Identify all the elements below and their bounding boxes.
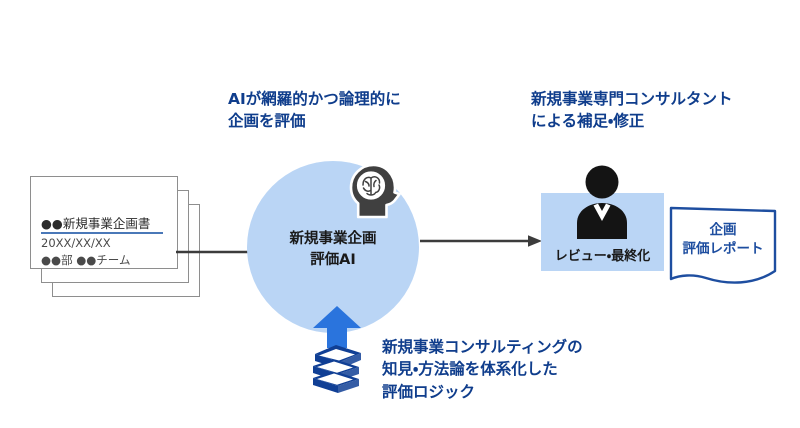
document-date: 20XX/XX/XX: [41, 236, 111, 250]
reviewer-finalization-box: レビュー・最終化: [541, 165, 664, 271]
headline-ai-line1: AIが網羅的かつ論理的に: [228, 90, 401, 108]
document-title-underline: [41, 232, 163, 234]
ai-circle-label-line1: 新規事業企画: [289, 231, 377, 247]
ai-circle-label-line2: 評価AI: [310, 252, 356, 269]
connector-documents-to-ai: [176, 239, 254, 254]
ai-circle-label: 新規事業企画 評価AI: [247, 229, 419, 271]
headline-consultant-line1: 新規事業専門コンサルタント: [531, 90, 733, 108]
evaluation-logic-line2: 知見・方法論を体系化した: [382, 360, 558, 379]
connector-ai-to-reviewer: [420, 232, 542, 250]
books-icon: [309, 342, 367, 396]
reviewer-label: レビュー・最終化: [554, 249, 651, 264]
document-title: ●●新規事業企画書: [41, 216, 151, 231]
headline-ai-line2: 企画を評価: [228, 112, 306, 131]
evaluation-logic-line1: 新規事業コンサルティングの: [382, 338, 583, 356]
document-card-front: ●●新規事業企画書 20XX/XX/XX ●●部 ●●チーム: [30, 176, 178, 269]
up-arrow-icon: [313, 306, 361, 348]
evaluation-logic-caption: 新規事業コンサルティングの 知見・方法論を体系化した 評価ロジック: [382, 336, 583, 403]
evaluation-report-label: 企画 評価レポート: [668, 221, 778, 259]
document-team: ●●部 ●●チーム: [41, 253, 131, 267]
evaluation-report-line2: 評価レポート: [682, 240, 764, 257]
evaluation-report-line1: 企画: [709, 222, 737, 238]
brain-head-icon: [343, 161, 405, 221]
evaluation-report-document: 企画 評価レポート: [668, 205, 778, 285]
person-icon: [569, 165, 635, 241]
ai-evaluation-circle: 新規事業企画 評価AI: [247, 161, 419, 333]
business-plan-document-stack: ●●新規事業企画書 20XX/XX/XX ●●部 ●●チーム: [30, 176, 205, 298]
headline-consultant-line2: による補足・修正: [531, 112, 645, 131]
headline-consultant: 新規事業専門コンサルタント による補足・修正: [531, 88, 733, 133]
headline-ai-evaluation: AIが網羅的かつ論理的に 企画を評価: [228, 88, 401, 133]
evaluation-logic-line3: 評価ロジック: [382, 382, 476, 401]
